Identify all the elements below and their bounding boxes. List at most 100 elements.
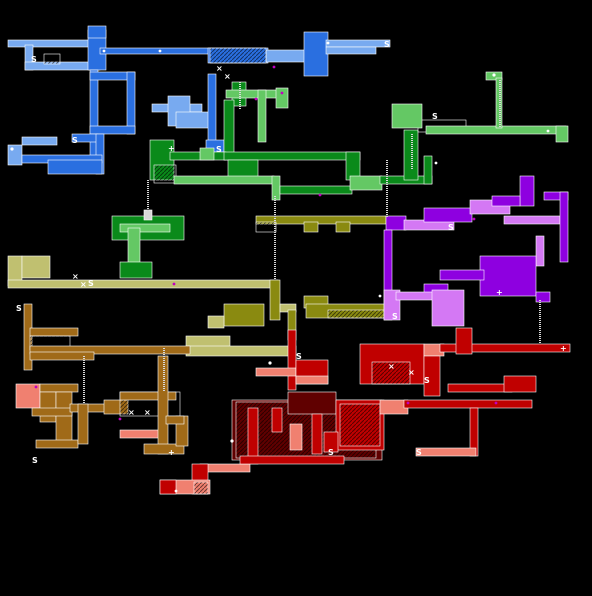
room[interactable] (173, 175, 275, 185)
blocked-icon[interactable]: × (80, 280, 87, 289)
room[interactable] (503, 215, 561, 225)
room[interactable] (385, 215, 407, 231)
door-icon[interactable] (326, 41, 330, 45)
item-icon[interactable] (10, 147, 14, 151)
room[interactable] (47, 159, 103, 175)
door-icon[interactable] (546, 129, 550, 133)
room[interactable] (395, 291, 437, 301)
room[interactable] (559, 191, 569, 263)
room[interactable] (223, 151, 361, 161)
save-station-icon[interactable]: S (384, 40, 390, 49)
map-station-icon[interactable]: + (168, 448, 175, 457)
map-station-icon[interactable]: + (168, 144, 175, 153)
room[interactable] (207, 315, 225, 329)
save-station-icon[interactable]: S (31, 55, 37, 64)
blocked-icon[interactable]: × (408, 368, 415, 377)
door-icon[interactable] (174, 489, 178, 493)
door-icon[interactable] (272, 65, 276, 69)
room[interactable] (225, 89, 279, 99)
room[interactable] (519, 175, 535, 207)
blocked-icon[interactable]: × (144, 408, 151, 417)
door-icon[interactable] (406, 401, 410, 405)
room[interactable] (185, 345, 297, 357)
room[interactable] (87, 25, 107, 39)
door-icon[interactable] (102, 49, 106, 53)
room[interactable] (247, 407, 259, 465)
save-station-icon[interactable]: S (448, 223, 454, 232)
room[interactable] (535, 235, 545, 267)
room[interactable] (7, 144, 23, 166)
door-icon[interactable] (172, 282, 176, 286)
room[interactable] (327, 309, 385, 319)
room[interactable] (279, 185, 353, 195)
room[interactable] (7, 279, 279, 289)
room[interactable] (257, 89, 267, 143)
room[interactable] (423, 355, 441, 397)
room[interactable] (35, 439, 79, 449)
room[interactable] (43, 53, 61, 65)
room[interactable] (325, 39, 391, 48)
room[interactable] (175, 111, 213, 129)
room[interactable] (29, 345, 191, 355)
room[interactable] (29, 327, 79, 337)
door-icon[interactable] (494, 401, 498, 405)
room[interactable] (89, 125, 136, 135)
save-station-icon[interactable]: S (424, 376, 430, 385)
room[interactable] (325, 46, 377, 55)
room[interactable] (439, 269, 485, 281)
room[interactable] (143, 443, 185, 455)
room[interactable] (275, 87, 289, 109)
item-icon[interactable] (492, 73, 496, 77)
save-station-icon[interactable]: S (88, 279, 94, 288)
door-icon[interactable] (34, 385, 38, 389)
room[interactable] (223, 99, 235, 161)
room[interactable] (193, 481, 209, 495)
room[interactable] (21, 255, 51, 279)
room[interactable] (415, 447, 477, 457)
save-station-icon[interactable]: S (216, 145, 222, 154)
save-station-icon[interactable]: S (296, 352, 302, 361)
door-icon[interactable] (280, 91, 284, 95)
save-station-icon[interactable]: S (32, 456, 38, 465)
room[interactable] (31, 407, 73, 417)
room[interactable] (165, 415, 185, 425)
door-icon[interactable] (158, 49, 162, 53)
room[interactable] (311, 413, 323, 455)
room[interactable] (199, 147, 215, 161)
room[interactable] (287, 391, 337, 415)
room[interactable] (223, 303, 265, 327)
room[interactable] (39, 383, 79, 393)
room[interactable] (349, 175, 383, 191)
room[interactable] (289, 423, 303, 451)
room[interactable] (269, 279, 281, 321)
room[interactable] (119, 223, 171, 233)
room[interactable] (447, 383, 513, 393)
door-icon[interactable] (318, 193, 322, 197)
blocked-icon[interactable]: × (224, 72, 231, 81)
room[interactable] (159, 479, 177, 495)
room[interactable] (555, 125, 569, 143)
door-icon[interactable] (254, 97, 258, 101)
save-station-icon[interactable]: S (416, 448, 422, 457)
room[interactable] (153, 164, 177, 184)
room[interactable] (403, 399, 533, 409)
room[interactable] (295, 375, 329, 385)
room[interactable] (439, 343, 571, 353)
room[interactable] (303, 31, 329, 77)
room[interactable] (323, 431, 339, 453)
blocked-icon[interactable]: × (388, 362, 395, 371)
room[interactable] (239, 455, 345, 465)
room[interactable] (55, 391, 73, 443)
room[interactable] (126, 71, 136, 135)
room[interactable] (455, 327, 473, 355)
room[interactable] (29, 351, 95, 361)
room[interactable] (7, 39, 99, 48)
map-station-icon[interactable]: + (496, 288, 503, 297)
room[interactable] (423, 155, 433, 185)
room[interactable] (119, 429, 161, 439)
room[interactable] (431, 289, 465, 327)
room[interactable] (265, 49, 307, 63)
blocked-icon[interactable]: × (128, 408, 135, 417)
room[interactable] (39, 391, 57, 423)
room[interactable] (255, 367, 297, 377)
